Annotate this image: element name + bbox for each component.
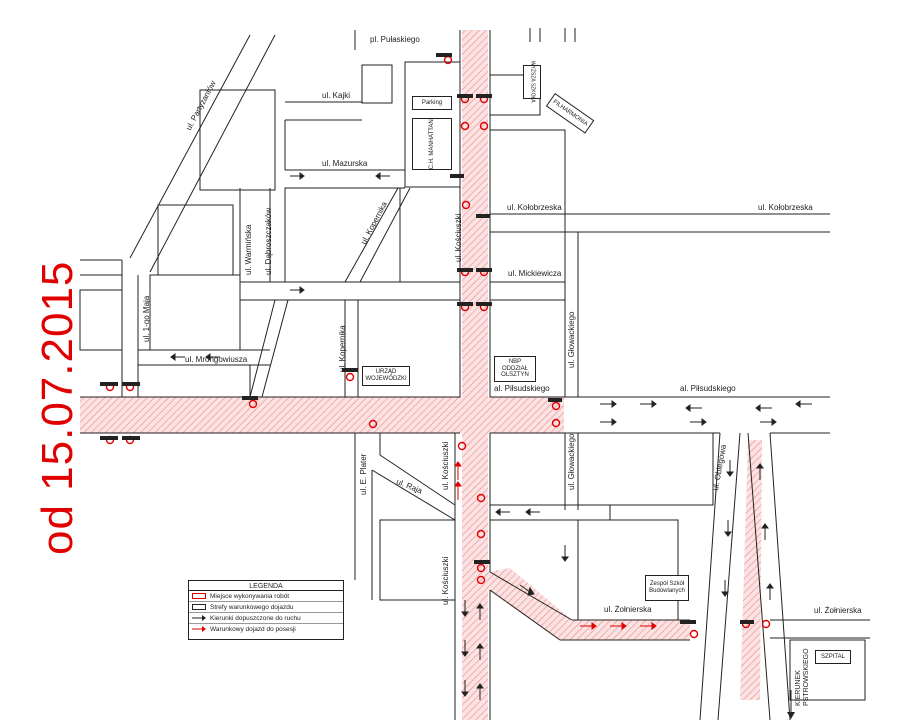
street-label-zolnierska-2: ul. Żołnierska	[814, 606, 862, 615]
street-label-plater: ul. E. Plater	[359, 453, 368, 495]
legend-text-conditional-zone: Strefy warunkowego dojazdu	[210, 603, 294, 611]
street-label-dabroszczakow: ul. Dąbroszczaków	[264, 207, 273, 275]
building-wyzsza-label: WYŻSZA SZKOŁA	[529, 61, 536, 103]
signal-heads	[100, 53, 754, 624]
building-zespol-szkol: Zespół Szkół Budowlanych	[645, 575, 689, 601]
street-label-warminska: ul. Warmińska	[244, 224, 253, 275]
arrows-pilsudskiego-east	[600, 400, 812, 426]
conditional-access-arrows	[454, 461, 657, 630]
building-ch-manhattan: C.H. MANHATTAN	[412, 118, 452, 170]
red-arrow-icon	[192, 626, 206, 632]
building-szpital: SZPITAL	[815, 650, 851, 664]
legend-swatch-conditional-zone	[192, 604, 206, 610]
building-urzad-wojewodzki: URZĄD WOJEWÓDZKI	[362, 366, 410, 386]
roadworks-kosciuszki	[462, 30, 488, 720]
building-nbp: NBP ODDZIAŁ OLSZTYN	[494, 356, 536, 382]
legend-text-conditional-access: Warunkowy dojazd do posesji	[210, 625, 296, 633]
legend-item-allowed-directions: Kierunki dopuszczone do ruchu	[189, 613, 343, 624]
allowed-direction-arrows	[170, 172, 812, 700]
roadworks-zolnierska	[488, 568, 690, 640]
building-ch-manhattan-label: C.H. MANHATTAN	[428, 118, 435, 170]
street-label-kosciuszki-2: ul. Kościuszki	[441, 441, 450, 490]
street-label-pilsudskiego-1: al. Piłsudskiego	[494, 384, 550, 393]
roadworks-areas	[80, 30, 762, 720]
arrow-down-icon	[787, 690, 795, 719]
arrows-obiegowa	[721, 460, 774, 600]
legend-item-conditional-zone: Strefy warunkowego dojazdu	[189, 602, 343, 613]
street-label-pilsudskiego-2: al. Piłsudskiego	[680, 384, 736, 393]
legend-text-allowed-directions: Kierunki dopuszczone do ruchu	[210, 614, 301, 622]
effective-date: od 15.07.2015	[33, 260, 82, 555]
road-network	[79, 28, 870, 720]
legend: LEGENDA Miejsce wykonywania robót Strefy…	[188, 580, 344, 640]
street-label-mazurska: ul. Mazurska	[322, 159, 368, 168]
street-label-zolnierska-1: ul. Żołnierska	[604, 605, 652, 614]
arrows-kosciuszki-south	[461, 600, 484, 700]
arrow-icon	[192, 615, 206, 621]
roadworks-obiegowa	[740, 440, 762, 700]
legend-text-roadworks: Miejsce wykonywania robót	[210, 592, 290, 600]
street-label-kosciuszki-1: ul. Kościuszki	[454, 213, 463, 262]
street-label-kopernika-2: ul. Kopernika	[338, 325, 347, 372]
street-label-pulaskiego: pl. Pułaskiego	[370, 35, 420, 44]
street-label-glowackiego-2: ul. Głowackiego	[567, 433, 576, 490]
building-parking: Parking	[412, 96, 452, 110]
street-label-kajki: ul. Kajki	[322, 91, 351, 100]
street-label-kosciuszki-3: ul. Kościuszki	[441, 556, 450, 605]
roadworks-pilsudskiego	[80, 397, 564, 433]
street-label-kolobrzeska-2: ul. Kołobrzeska	[758, 203, 813, 212]
legend-swatch-roadworks	[192, 593, 206, 599]
street-label-mickiewicza: ul. Mickiewicza	[508, 269, 562, 278]
building-wyzsza: WYŻSZA SZKOŁA	[523, 61, 541, 103]
legend-item-conditional-access: Warunkowy dojazd do posesji	[189, 624, 343, 634]
street-label-1-go-maja: ul. 1-go Maja	[142, 295, 151, 342]
legend-item-roadworks: Miejsce wykonywania robót	[189, 591, 343, 602]
street-label-glowackiego-1: ul. Głowackiego	[567, 311, 576, 368]
legend-title: LEGENDA	[189, 581, 343, 591]
arrows-side-streets	[170, 172, 569, 596]
street-label-kolobrzeska-1: ul. Kołobrzeska	[507, 203, 562, 212]
street-label-mrongowiusza: ul. Mrongowiusza	[185, 355, 248, 364]
